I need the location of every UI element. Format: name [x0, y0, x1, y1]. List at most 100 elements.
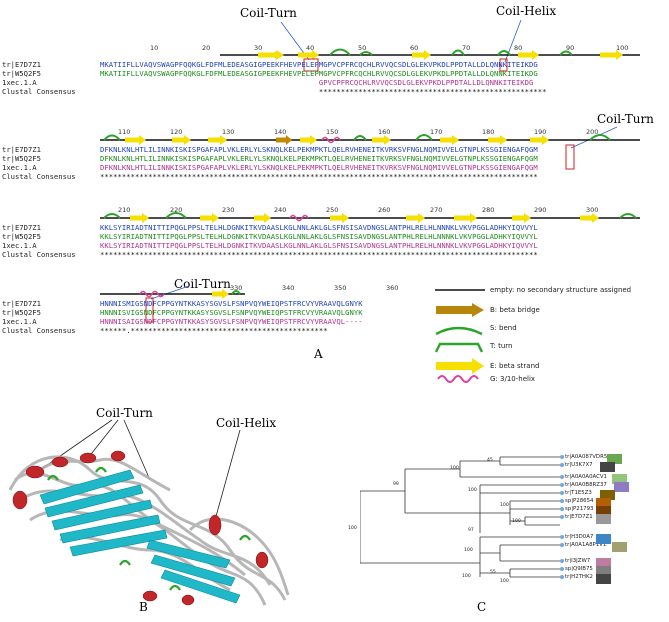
protein-ribbon-image: [8, 419, 290, 606]
ruler-tick: 150: [326, 128, 339, 136]
row-name: tr|W5Q2F5: [2, 308, 41, 317]
bootstrap-value: 100: [500, 503, 509, 508]
species-photo: [596, 558, 611, 568]
ruler-tick: 290: [534, 206, 547, 214]
tree-leaf: sp|Q9IB75: [565, 566, 593, 572]
ruler-tick: 60: [410, 44, 419, 52]
row-name: Clustal Consensus: [2, 250, 76, 259]
ruler-tick: 220: [170, 206, 183, 214]
species-photo: [614, 482, 629, 492]
bootstrap-value: 55: [490, 570, 496, 575]
species-photo: [607, 454, 622, 464]
bootstrap-value: 100: [468, 488, 477, 493]
tree-leaf: sp|P28654: [565, 498, 594, 504]
consensus-row: ****************************************…: [100, 172, 538, 181]
consensus-row: ******.*********************************…: [100, 326, 328, 335]
ruler-tick: 110: [118, 128, 131, 136]
ruler-tick: 80: [514, 44, 523, 52]
tree-leaf: tr|A0A087VDR5: [565, 454, 608, 460]
tree-leaf: tr|H2THK2: [565, 574, 593, 580]
tree-leaf: tr|H3D0A7: [565, 534, 594, 540]
tree-leaf: tr|A0A0B8RZ37: [565, 482, 607, 488]
bootstrap-value: 100: [500, 579, 509, 584]
ruler-tick: 30: [254, 44, 263, 52]
sequence-row: HNNNISMIGSNDFCPPGYNTKKASYSGVSLFSNPVQYWEI…: [100, 299, 363, 308]
ruler-tick: 250: [326, 206, 339, 214]
tree-leaf: tr|E7D7Z1: [565, 514, 593, 520]
bootstrap-value: 100: [348, 526, 357, 531]
tree-leaf: tr|T1E5Z3: [565, 490, 592, 496]
species-photo: [600, 490, 615, 500]
sequence-row: HNNNISVIGSNDFCPPGYNTKKASYSGVSLFSNPVQYWEI…: [100, 308, 363, 317]
ruler-tick: 240: [274, 206, 287, 214]
ruler-tick: 120: [170, 128, 183, 136]
sequence-row: DFKNLKNLHTLILINNKISKISPGAFAPLVKLERLYLSKN…: [100, 163, 538, 172]
sequence-row: GPVCPFRCQCHLRVVQCSDLGLEKVPKDLPPDTALLDLQN…: [100, 78, 534, 87]
ruler-tick: 330: [230, 284, 243, 292]
sequence-row: KKLSYIRIADTNITTIPQGLPPSLTELHLDGNKITKVDAA…: [100, 232, 538, 241]
row-name: 1xec.1.A: [2, 241, 37, 250]
ruler-tick: 350: [334, 284, 347, 292]
ruler-tick: 200: [586, 128, 599, 136]
tree-leaf: tr|U3K7X7: [565, 462, 593, 468]
row-name: tr|W5Q2F5: [2, 69, 41, 78]
ruler-tick: 160: [378, 128, 391, 136]
protein-callout-coil-turn: Coil-Turn: [96, 406, 153, 420]
row-name: 1xec.1.A: [2, 317, 37, 326]
row-name: tr|E7D7Z1: [2, 145, 41, 154]
bootstrap-value: 100: [462, 574, 471, 579]
ruler-tick: 300: [586, 206, 599, 214]
tree-leaf: sp|P21793: [565, 506, 594, 512]
species-photo: [596, 498, 611, 508]
ruler-tick: 50: [358, 44, 367, 52]
ss-track-4: [100, 289, 245, 299]
species-photo: [596, 574, 611, 584]
ruler-tick: 190: [534, 128, 547, 136]
row-name: Clustal Consensus: [2, 87, 76, 96]
callout-coil-turn-1: Coil-Turn: [240, 6, 297, 20]
protein-callout-coil-helix: Coil-Helix: [216, 416, 277, 430]
panel-label-a: A: [314, 347, 323, 361]
row-name: Clustal Consensus: [2, 326, 76, 335]
bootstrap-value: 97: [468, 528, 474, 533]
ss-track-2: [100, 134, 640, 145]
legend-beta-bridge: B: beta bridge: [490, 306, 540, 314]
ruler-tick: 130: [222, 128, 235, 136]
tree-leaf: tr|I3JZW7: [565, 558, 591, 564]
alignment-overlay: [100, 19, 640, 374]
species-photo: [600, 462, 615, 472]
species-photo: [596, 566, 611, 576]
ruler-tick: 340: [282, 284, 295, 292]
ruler-tick: 170: [430, 128, 443, 136]
ruler-tick: 210: [118, 206, 131, 214]
row-name: 1xec.1.A: [2, 78, 37, 87]
row-name: tr|W5Q2F5: [2, 232, 41, 241]
sequence-row: DFKNLKNLHTLILINNKISKISPGAFAPLVKLERLYLSKN…: [100, 154, 538, 163]
ruler-tick: 40: [306, 44, 315, 52]
species-photo: [596, 534, 611, 544]
bootstrap-value: 100: [464, 548, 473, 553]
species-photo: [612, 542, 627, 552]
row-name: tr|E7D7Z1: [2, 299, 41, 308]
legend-empty: empty: no secondary structure assigned: [490, 286, 632, 294]
callout-coil-turn-2: Coil-Turn: [597, 112, 654, 126]
consensus-row: ****************************************…: [100, 87, 547, 96]
ruler-tick: 180: [482, 128, 495, 136]
sequence-row: HNNNISAIGSNDFCPPGYNTKKASYSGVSLFSNPVQYWEI…: [100, 317, 363, 326]
row-name: 1xec.1.A: [2, 163, 37, 172]
row-name: Clustal Consensus: [2, 172, 76, 181]
panel-label-c: C: [477, 600, 487, 614]
sequence-row: KKLSYIRIADTNITTIPQGLPPSLTELHLDGNKITKVDAA…: [100, 223, 538, 232]
ruler-tick: 10: [150, 44, 159, 52]
sequence-row: DFKNLKNLHTLILINNKISKISPGAFAPLVKLERLYLSKN…: [100, 145, 538, 154]
ruler-tick: 260: [378, 206, 391, 214]
legend-turn: T: turn: [490, 342, 513, 350]
row-name: tr|W5Q2F5: [2, 154, 41, 163]
callout-coil-helix-1: Coil-Helix: [496, 4, 557, 18]
ruler-tick: 20: [202, 44, 211, 52]
sequence-row: MKATIIFLLVAQVSWAGPFQQKGLFDFMLEDEASGIGPEE…: [100, 69, 538, 78]
legend-icons: [434, 289, 485, 374]
legend-beta-strand: E: beta strand: [490, 362, 540, 370]
ss-track-1: [220, 48, 640, 60]
legend-helix-icon: [437, 375, 479, 383]
